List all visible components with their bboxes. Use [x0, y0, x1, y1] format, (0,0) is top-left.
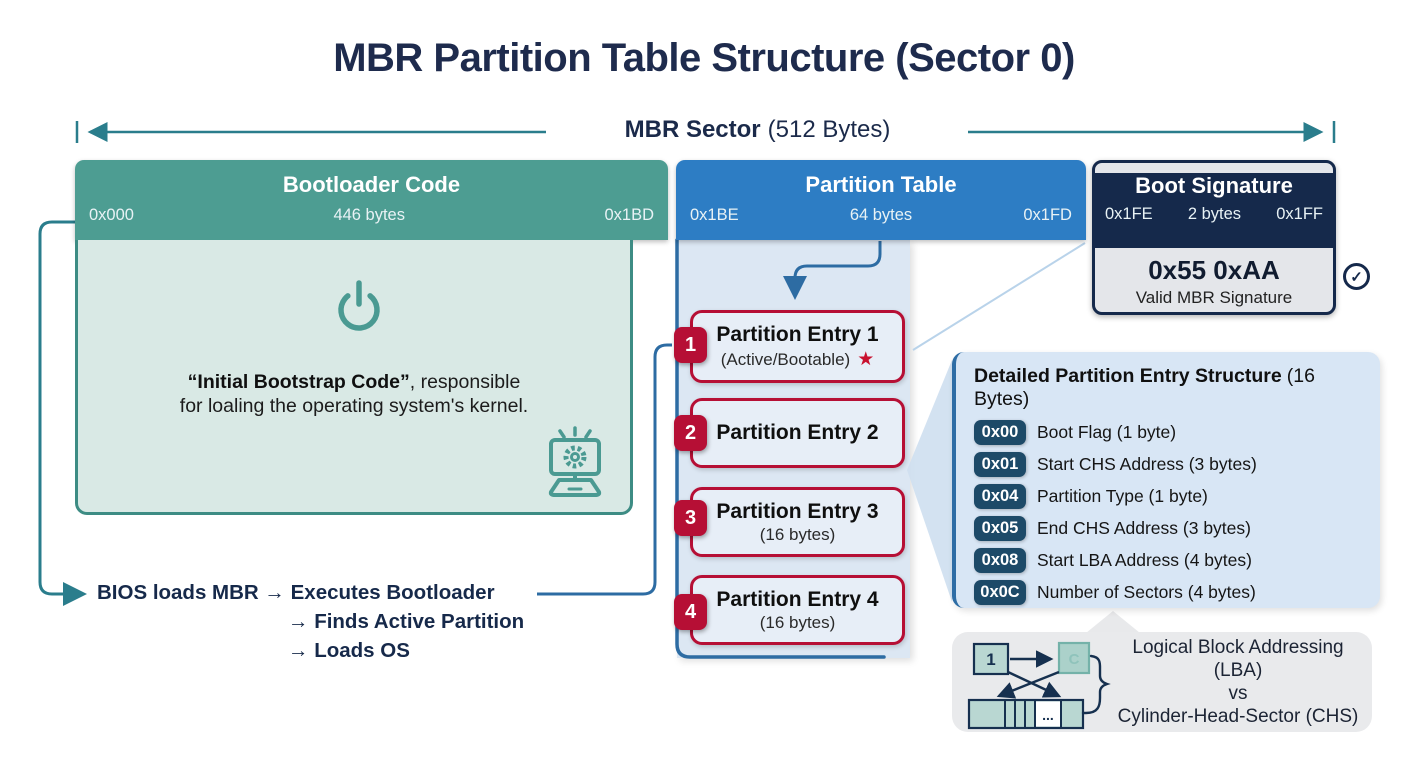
- offset-badge: 0x0C: [974, 580, 1026, 605]
- ruler-label-bold: MBR Sector: [624, 116, 761, 143]
- ruler-label-rest: (512 Bytes): [767, 116, 891, 143]
- bootstrap-code-rest: , responsible: [409, 371, 521, 393]
- bootloader-header: Bootloader Code 0x000 446 bytes 0x1BD: [75, 160, 668, 240]
- partition-size: 64 bytes: [849, 206, 913, 224]
- power-icon: [338, 280, 380, 331]
- detail-label: Partition Type (1 byte): [1037, 486, 1208, 506]
- boot-signature-caption: Valid MBR Signature: [1135, 288, 1293, 307]
- detail-label: End CHS Address (3 bytes): [1037, 518, 1251, 538]
- lba-line3: Cylinder-Head-Sector (CHS): [1117, 706, 1359, 727]
- bootloader-description: “Initial Bootstrap Code”, responsible fo…: [75, 370, 633, 418]
- detail-label: Number of Sectors (4 bytes): [1037, 582, 1256, 602]
- boot-signature-offsets: 0x1FE 2 bytes 0x1FF: [1095, 205, 1333, 224]
- bootloader-offsets: 0x000 446 bytes 0x1BD: [75, 206, 668, 225]
- callout-tail: [1086, 611, 1140, 633]
- boot-signature-value: 0x55 0xAA: [1148, 255, 1280, 285]
- entry-subtitle: (16 bytes): [759, 524, 836, 544]
- flow-step-2: → Finds Active Partition: [288, 610, 525, 633]
- detail-label: Start LBA Address (4 bytes): [1037, 550, 1252, 570]
- entry-badge-4: 4: [674, 594, 707, 630]
- partition-offset-end: 0x1FD: [1023, 206, 1072, 224]
- partition-entry-4: Partition Entry 4 (16 bytes): [690, 575, 905, 645]
- partition-entry-3: Partition Entry 3 (16 bytes): [690, 487, 905, 557]
- bootsig-offset-end: 0x1FF: [1276, 205, 1323, 223]
- entry-title: Partition Entry 3: [716, 499, 879, 523]
- entry-badge-3: 3: [674, 500, 707, 536]
- flow-step-3: → Loads OS: [288, 639, 410, 662]
- entry-badge-2: 2: [674, 415, 707, 451]
- lba-line1: Logical Block Addressing (LBA): [1132, 637, 1344, 681]
- entry-badge-1: 1: [674, 327, 707, 363]
- partition-table-header: Partition Table 0x1BE 64 bytes 0x1FD: [676, 160, 1086, 240]
- bootstrap-code-line2: for loaling the operating system's kerne…: [179, 395, 529, 417]
- detail-label: Boot Flag (1 byte): [1037, 422, 1177, 442]
- bootsig-size: 2 bytes: [1187, 205, 1242, 223]
- detail-row: 0x08 Start LBA Address (4 bytes): [974, 548, 1364, 573]
- bootstrap-code-bold: “Initial Bootstrap Code”: [187, 371, 410, 393]
- laptop-gear-icon: [548, 426, 602, 497]
- entry-subtitle: (16 bytes): [759, 612, 836, 632]
- entry-title: Partition Entry 2: [716, 421, 879, 444]
- bootloader-title: Bootloader Code: [282, 172, 461, 197]
- lba-chs-text: Logical Block Addressing (LBA) vs Cylind…: [1110, 636, 1366, 728]
- detail-panel: Detailed Partition Entry Structure(16 By…: [952, 352, 1380, 608]
- partition-entry-2: Partition Entry 2: [690, 398, 905, 468]
- entry-subtitle: (Active/Bootable)★: [720, 348, 875, 370]
- offset-badge: 0x01: [974, 452, 1026, 477]
- curly-brace: [1081, 654, 1111, 715]
- ruler-label: MBR Sector(512 Bytes): [545, 116, 970, 144]
- active-star-icon: ★: [857, 348, 875, 370]
- page-title: MBR Partition Table Structure (Sector 0): [333, 36, 1075, 80]
- entry-title: Partition Entry 1: [716, 322, 879, 346]
- bootloader-offset-end: 0x1BD: [604, 206, 654, 224]
- offset-badge: 0x05: [974, 516, 1026, 541]
- detail-row: 0x04 Partition Type (1 byte): [974, 484, 1364, 509]
- partition-entry-1: Partition Entry 1 (Active/Bootable)★: [690, 310, 905, 383]
- lba-box-label: 1: [986, 650, 995, 669]
- offset-badge: 0x08: [974, 548, 1026, 573]
- offset-badge: 0x00: [974, 420, 1026, 445]
- detail-title: Detailed Partition Entry Structure(16 By…: [974, 365, 1315, 410]
- lba-chs-diagram: 1 C ...: [967, 641, 1111, 730]
- boot-signature-header: Boot Signature 0x1FE 2 bytes 0x1FF: [1095, 173, 1333, 248]
- detail-row: 0x05 End CHS Address (3 bytes): [974, 516, 1364, 541]
- detail-row: 0x0C Number of Sectors (4 bytes): [974, 580, 1364, 605]
- chs-box-label: C: [1069, 651, 1080, 668]
- bootloader-size: 446 bytes: [333, 206, 405, 224]
- zoom-wedge: [907, 360, 952, 602]
- bar-dots: ...: [1042, 707, 1054, 723]
- check-icon: ✓: [1343, 263, 1370, 290]
- boot-signature-title: Boot Signature: [1135, 173, 1293, 198]
- lba-chs-panel: 1 C ... Logical Block Addressing (LBA) v…: [952, 632, 1372, 732]
- detail-label: Start CHS Address (3 bytes): [1037, 454, 1257, 474]
- offset-badge: 0x04: [974, 484, 1026, 509]
- partition-table-offsets: 0x1BE 64 bytes 0x1FD: [676, 206, 1086, 225]
- flow-step-1: BIOS loads MBR → Executes Bootloader: [97, 581, 495, 604]
- partition-offset-start: 0x1BE: [690, 206, 739, 224]
- partition-table-title: Partition Table: [805, 172, 957, 197]
- entry-title: Partition Entry 4: [716, 587, 879, 611]
- boot-signature-block: Boot Signature 0x1FE 2 bytes 0x1FF 0x55 …: [1092, 160, 1336, 315]
- detail-row: 0x00 Boot Flag (1 byte): [974, 420, 1364, 445]
- bootloader-offset-start: 0x000: [89, 206, 134, 224]
- bootsig-offset-start: 0x1FE: [1105, 205, 1153, 223]
- lba-line2: vs: [1228, 683, 1248, 704]
- detail-row: 0x01 Start CHS Address (3 bytes): [974, 452, 1364, 477]
